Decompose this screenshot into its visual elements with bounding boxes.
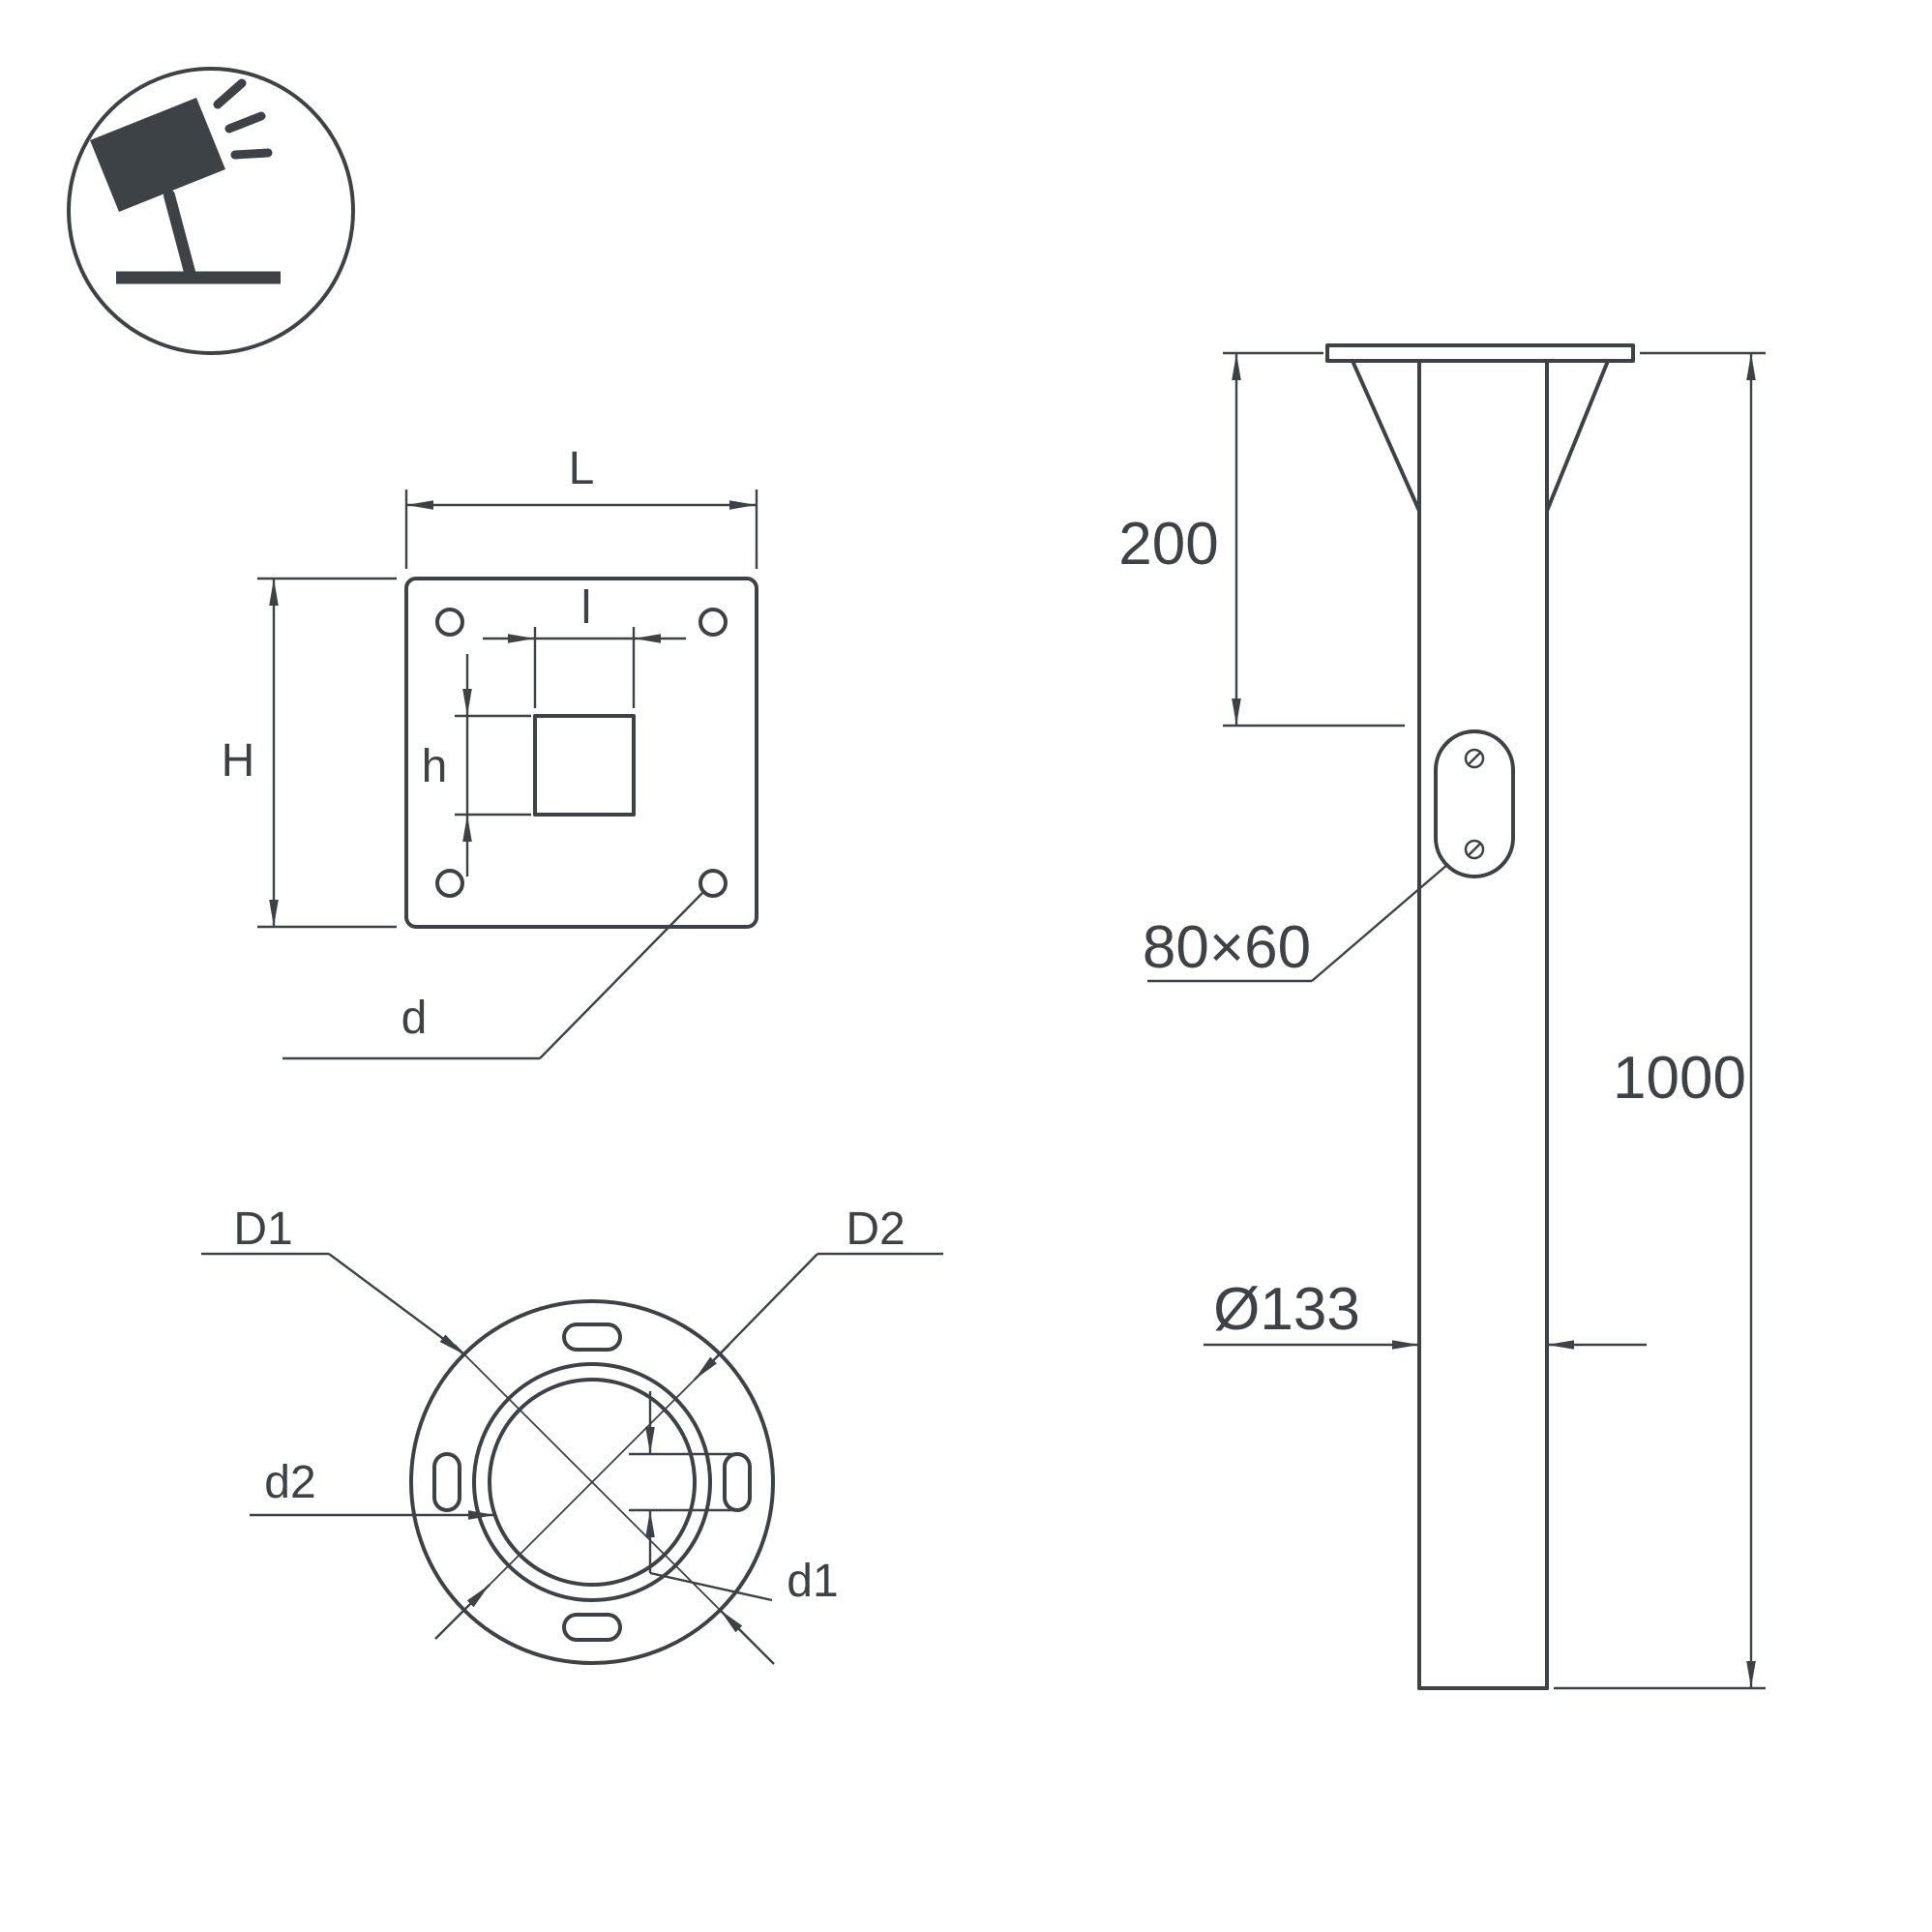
- gusset-right: [1545, 359, 1610, 513]
- floodlight-body: [90, 98, 225, 212]
- dim-label-200: 200: [1118, 511, 1218, 578]
- dim-label-D2: D2: [846, 1204, 905, 1255]
- bottom-view: D1 D2 d2 d1: [201, 1204, 943, 1665]
- corner-hole: [698, 869, 728, 898]
- dim-label-H: H: [222, 735, 255, 787]
- bolt-slot-left: [432, 1452, 461, 1512]
- corner-hole: [435, 608, 464, 637]
- dim-label-d2: d2: [264, 1457, 315, 1508]
- light-ray: [224, 111, 266, 134]
- leader-D2: D2: [434, 1204, 943, 1640]
- light-ray: [230, 148, 273, 160]
- screw-bottom: [1464, 839, 1485, 860]
- leader-D1: D1: [201, 1204, 775, 1665]
- top-view: L l H h: [222, 443, 758, 1060]
- gusset-left: [1351, 359, 1421, 513]
- dim-l: l: [483, 582, 686, 708]
- dim-1000: 1000: [1554, 351, 1766, 1690]
- dim-label-d: d: [401, 993, 428, 1044]
- flange-plate: [404, 577, 758, 929]
- dim-label-D1: D1: [233, 1204, 292, 1255]
- light-ray: [213, 78, 247, 109]
- icon-circle: [67, 67, 355, 355]
- corner-hole: [435, 869, 464, 898]
- leader-arrow: [434, 1584, 490, 1640]
- outer-flange-circle: [409, 1299, 775, 1665]
- tube-inner-circle: [488, 1378, 697, 1587]
- leader-arrow: [719, 1609, 775, 1665]
- dim-H: H: [222, 577, 397, 929]
- center-square-hole: [533, 714, 636, 817]
- side-view: 200 80×60 1000 Ø133: [1118, 343, 1766, 1690]
- dim-label-h: h: [422, 741, 448, 792]
- bolt-slot-top: [562, 1323, 622, 1352]
- leader-line: [649, 1571, 773, 1602]
- bolt-slot-bottom: [562, 1613, 622, 1642]
- tube-outer-circle: [472, 1362, 712, 1602]
- diagonal-centerline: [454, 1344, 730, 1620]
- leader-d2: d2: [250, 1457, 495, 1520]
- flange-plate-edge: [1325, 343, 1635, 363]
- dim-d1: d1: [629, 1391, 839, 1607]
- floodlight-icon: [67, 67, 355, 355]
- dim-L: L: [404, 443, 758, 569]
- leader-80x60: 80×60: [1143, 863, 1449, 983]
- screw-slot: [1467, 751, 1482, 766]
- floodlight-stand: [163, 190, 195, 278]
- access-hole: [1434, 729, 1515, 878]
- dim-label-L: L: [569, 443, 595, 494]
- dim-diameter-133: Ø133: [1204, 1276, 1647, 1350]
- leader-line: [1311, 863, 1449, 982]
- dim-label-hole-size: 80×60: [1143, 914, 1311, 981]
- screw-top: [1464, 748, 1485, 769]
- dim-200: 200: [1118, 351, 1405, 728]
- leader-d: d: [282, 892, 703, 1060]
- dim-label-d1: d1: [787, 1556, 838, 1607]
- dim-label-1000: 1000: [1613, 1045, 1746, 1112]
- corner-hole: [698, 608, 728, 637]
- screw-slot: [1467, 842, 1482, 857]
- dim-h: h: [422, 654, 531, 877]
- leader-arrow: [694, 1253, 818, 1381]
- dim-label-l: l: [581, 582, 592, 634]
- bolt-slot-right: [723, 1452, 752, 1512]
- dim-label-diameter: Ø133: [1213, 1276, 1360, 1343]
- leader-line: [539, 892, 703, 1059]
- leader-arrow: [328, 1253, 465, 1355]
